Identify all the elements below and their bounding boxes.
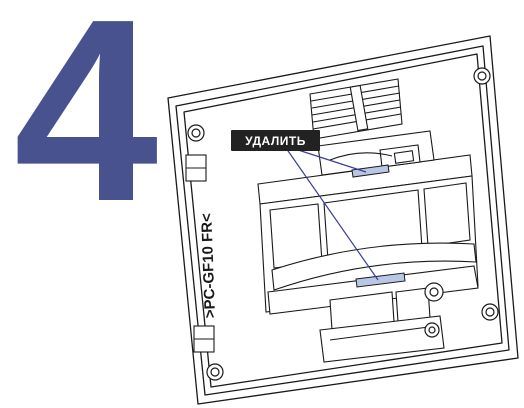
screw-hole-top-right-icon — [473, 67, 491, 85]
callout-text: УДАЛИТЬ — [245, 134, 306, 148]
round-tab — [424, 282, 444, 338]
plate-rim — [183, 53, 503, 388]
screw-hole-top-left-icon — [187, 124, 205, 142]
ribbed-block — [309, 78, 403, 140]
callout-lines — [285, 147, 379, 281]
side-clips — [185, 154, 215, 353]
part-code-label: >PC-GF10 FR< — [198, 213, 219, 319]
top-latch — [317, 130, 435, 176]
highlighted-parts — [351, 164, 406, 288]
screw-hole-bottom-left-icon — [206, 363, 224, 381]
curved-slot — [271, 242, 477, 291]
housing — [257, 154, 479, 363]
highlight-bottom — [355, 272, 406, 288]
base-plate — [319, 315, 445, 363]
screw-holes — [187, 67, 499, 381]
lower-tray — [267, 265, 479, 315]
screw-hole-bottom-right-icon — [481, 303, 499, 321]
step-number: 4 — [14, 0, 160, 256]
callout-label: УДАЛИТЬ — [231, 130, 320, 151]
highlight-top — [351, 164, 390, 178]
window-right — [423, 182, 471, 247]
plate-inner-edge — [175, 45, 510, 396]
callout-box — [231, 130, 320, 151]
